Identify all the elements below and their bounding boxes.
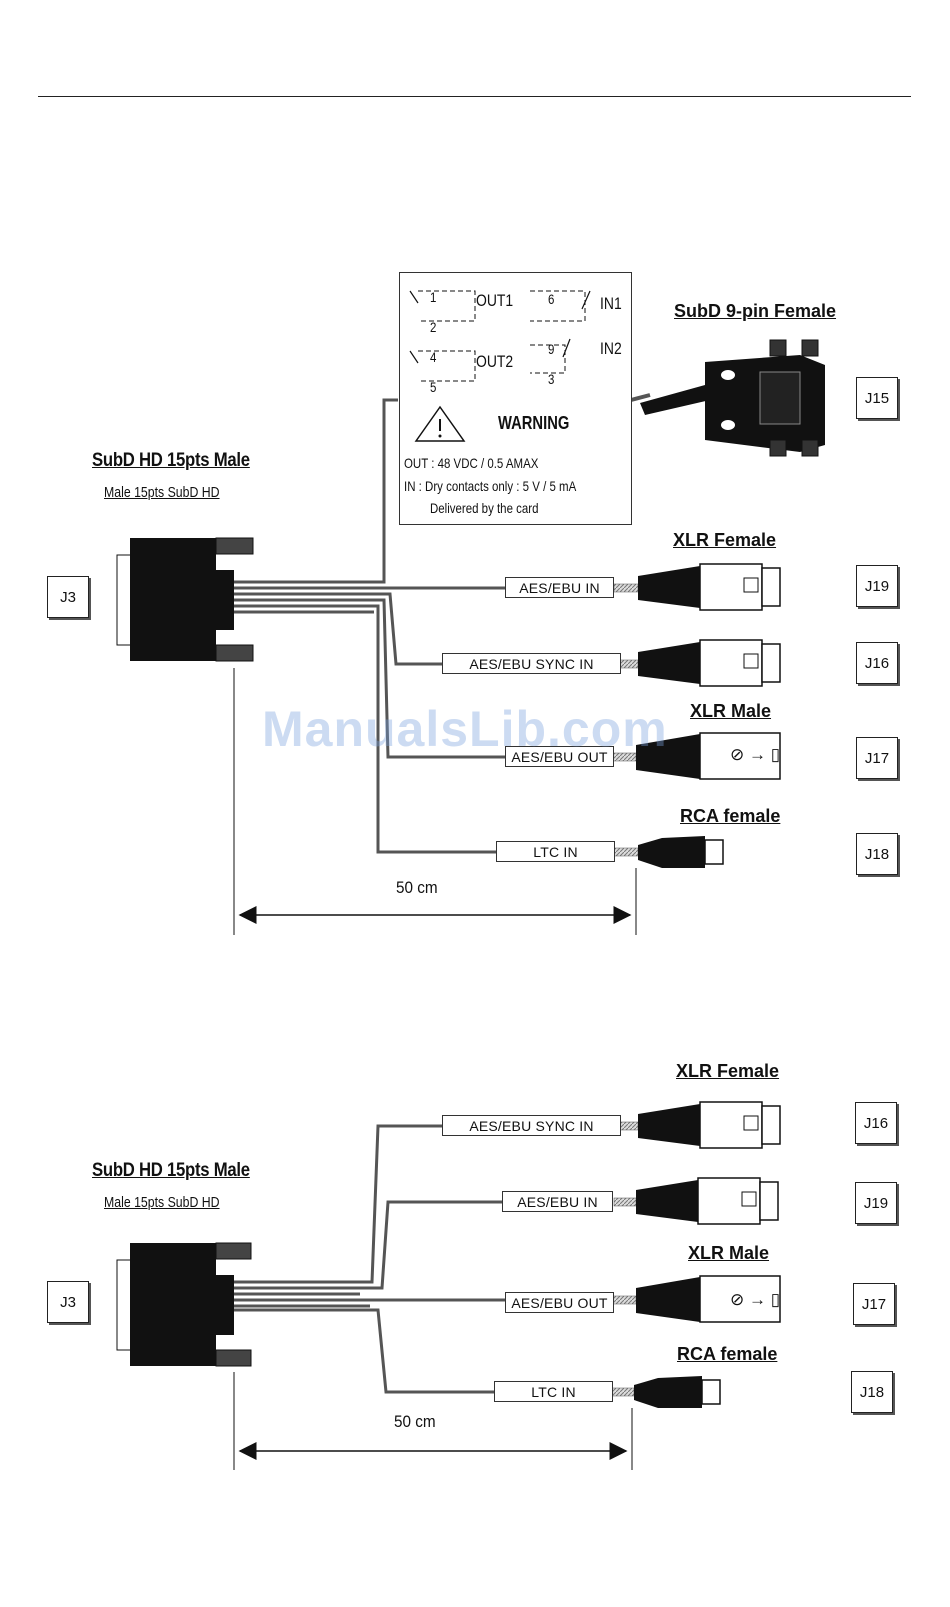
- warning-line-3: Delivered by the card: [430, 500, 539, 516]
- xlr-male-polarity-symbol-bottom: ⊘ → ▯: [730, 1290, 781, 1309]
- xlr-male-polarity-symbol: ⊘ → ▯: [730, 745, 781, 764]
- warning-title: WARNING: [498, 413, 570, 433]
- connector-id-j15: J15: [856, 377, 898, 419]
- xlr-male-title: XLR Male: [690, 701, 772, 721]
- cable-label-ltc-in: LTC IN: [496, 841, 615, 862]
- in2-pin-a: 9: [548, 341, 555, 357]
- cable-diagram-top: 1 2 OUT1 4 5 OUT2 6 IN1 9 3 IN2 WARNING …: [47, 272, 898, 935]
- connector-id-j16: J16: [856, 642, 898, 684]
- warning-triangle-icon: [414, 405, 466, 442]
- subd-hd-connector-bottom: [116, 1242, 252, 1367]
- rca-female-connector-j18: [638, 836, 724, 868]
- cable-label-aes-ebu-in: AES/EBU IN: [505, 577, 614, 598]
- cable-label-aes-ebu-sync-in: AES/EBU SYNC IN: [442, 653, 621, 674]
- out2-pin-a: 4: [430, 349, 437, 365]
- cable-length-label: 50 cm: [396, 878, 438, 897]
- xlr-female-title: XLR Female: [673, 530, 777, 550]
- cable-tails-bottom: [611, 1121, 639, 1397]
- xlr-male-connector-j17-bottom: [636, 1275, 781, 1323]
- cable-bundle-bottom: [234, 1124, 505, 1394]
- connector-id-j19-bottom: J19: [855, 1182, 897, 1224]
- cable-length-label-bottom: 50 cm: [394, 1412, 436, 1431]
- connector-id-j16-bottom: J16: [855, 1102, 897, 1144]
- connector-id-j18: J18: [856, 833, 898, 875]
- source-connector-subtitle-bottom: Male 15pts SubD HD: [104, 1194, 220, 1211]
- connector-id-j17-bottom: J17: [853, 1283, 895, 1325]
- out2-label: OUT2: [476, 352, 514, 371]
- warning-line-1: OUT : 48 VDC / 0.5 AMAX: [404, 455, 539, 471]
- connector-id-j19: J19: [856, 565, 898, 607]
- source-connector-subtitle: Male 15pts SubD HD: [104, 484, 220, 501]
- connector-id-j3: J3: [47, 576, 89, 618]
- xlr-female-title-bottom: XLR Female: [676, 1061, 780, 1081]
- out1-pin-a: 1: [430, 289, 437, 305]
- out2-pin-b: 5: [430, 379, 437, 395]
- source-connector-title-bottom: SubD HD 15pts Male: [92, 1160, 250, 1181]
- cable-label-ltc-in-bottom: LTC IN: [494, 1381, 613, 1402]
- in2-pin-b: 3: [548, 371, 555, 387]
- in1-pin: 6: [548, 291, 555, 307]
- cable-label-aes-ebu-out-bottom: AES/EBU OUT: [505, 1292, 614, 1313]
- diagram-top-drawing: [116, 339, 825, 935]
- cable-tails-top: [611, 393, 651, 857]
- rca-female-title-bottom: RCA female: [677, 1344, 778, 1364]
- cable-label-aes-ebu-out: AES/EBU OUT: [505, 746, 614, 767]
- diagram-bottom-drawing: [116, 1101, 781, 1470]
- length-dimension-top: [233, 668, 637, 935]
- xlr-male-title-bottom: XLR Male: [688, 1243, 770, 1263]
- out1-pin-b: 2: [430, 319, 437, 335]
- in1-label: IN1: [600, 294, 622, 313]
- xlr-female-connector-j19-bottom: [636, 1177, 779, 1225]
- rca-female-connector-j18-bottom: [634, 1376, 721, 1408]
- gpio-warning-box: 1 2 OUT1 4 5 OUT2 6 IN1 9 3 IN2 WARNING …: [399, 272, 632, 525]
- db9-female-connector: [640, 339, 825, 457]
- connector-id-j18-bottom: J18: [851, 1371, 893, 1413]
- xlr-male-connector-j17: [636, 732, 781, 780]
- xlr-female-connector-j16: [638, 639, 781, 687]
- rca-female-title: RCA female: [680, 806, 781, 826]
- connector-id-j3-bottom: J3: [47, 1281, 89, 1323]
- watermark: ManualsLib.com: [262, 701, 668, 757]
- subd9-title: SubD 9-pin Female: [674, 301, 837, 321]
- length-dimension-bottom: [233, 1372, 633, 1470]
- cable-bundle-top: [234, 398, 505, 854]
- relay-contacts-schematic: [409, 290, 591, 442]
- in2-label: IN2: [600, 339, 622, 358]
- cable-label-aes-ebu-sync-in-bottom: AES/EBU SYNC IN: [442, 1115, 621, 1136]
- top-rule: [38, 96, 911, 97]
- source-connector-title: SubD HD 15pts Male: [92, 450, 250, 471]
- out1-label: OUT1: [476, 291, 514, 310]
- cable-label-aes-ebu-in-bottom: AES/EBU IN: [502, 1191, 613, 1212]
- xlr-female-connector-j19: [638, 563, 781, 611]
- warning-line-2: IN : Dry contacts only : 5 V / 5 mA: [404, 478, 577, 494]
- subd-hd-connector-top: [116, 537, 254, 662]
- xlr-female-connector-j16-bottom: [638, 1101, 781, 1149]
- connector-id-j17: J17: [856, 737, 898, 779]
- cable-diagram-bottom: SubD HD 15pts Male Male 15pts SubD HD XL…: [0, 1000, 950, 1560]
